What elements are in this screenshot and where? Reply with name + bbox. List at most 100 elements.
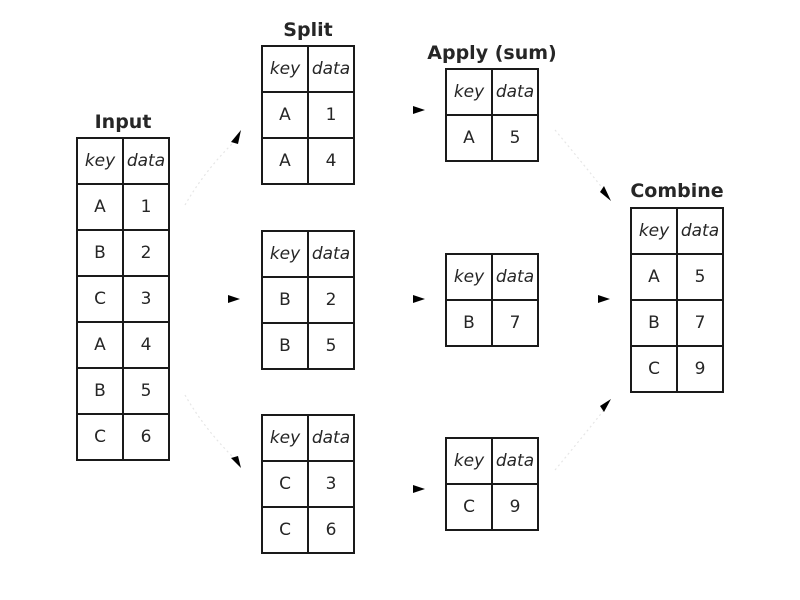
connector-apply-a-to-combine xyxy=(554,129,605,191)
key-cell: A xyxy=(261,91,309,139)
column-header-key: key xyxy=(445,253,493,301)
split-title: Split xyxy=(283,19,333,41)
key-cell: C xyxy=(76,275,124,323)
column-header-key: key xyxy=(445,437,493,485)
column-header-data: data xyxy=(122,137,170,185)
arrow-icon xyxy=(600,186,611,201)
connector-input-to-split-a xyxy=(184,139,237,206)
key-cell: A xyxy=(630,253,678,301)
data-cell: 4 xyxy=(307,137,355,185)
arrow-icon xyxy=(228,295,240,303)
table-header-row: key data xyxy=(445,68,539,116)
column-header-data: data xyxy=(676,207,724,255)
table-header-row: key data xyxy=(261,414,355,462)
key-cell: C xyxy=(261,506,309,554)
key-cell: C xyxy=(630,345,678,393)
data-cell: 1 xyxy=(307,91,355,139)
table-header-row: key data xyxy=(76,137,170,185)
arrow-icon xyxy=(413,485,425,493)
data-cell: 6 xyxy=(122,413,170,461)
arrow-icon xyxy=(413,295,425,303)
column-header-data: data xyxy=(491,437,539,485)
combine-title: Combine xyxy=(630,180,724,202)
column-header-key: key xyxy=(630,207,678,255)
connector-input-to-split-c xyxy=(184,394,237,461)
data-cell: 5 xyxy=(307,322,355,370)
table-header-row: key data xyxy=(261,45,355,93)
column-header-data: data xyxy=(491,253,539,301)
data-cell: 5 xyxy=(676,253,724,301)
data-cell: 6 xyxy=(307,506,355,554)
column-header-key: key xyxy=(261,45,309,93)
table-header-row: key data xyxy=(261,230,355,278)
data-cell: 1 xyxy=(122,183,170,231)
column-header-data: data xyxy=(307,414,355,462)
column-header-key: key xyxy=(76,137,124,185)
column-header-data: data xyxy=(307,45,355,93)
data-cell: 3 xyxy=(307,460,355,508)
table-header-row: key data xyxy=(630,207,724,255)
arrow-icon xyxy=(231,130,241,144)
data-cell: 2 xyxy=(122,229,170,277)
key-cell: B xyxy=(261,322,309,370)
arrow-icon xyxy=(413,106,425,114)
data-cell: 5 xyxy=(491,114,539,162)
column-header-data: data xyxy=(307,230,355,278)
key-cell: A xyxy=(261,137,309,185)
key-cell: B xyxy=(261,276,309,324)
key-cell: C xyxy=(261,460,309,508)
input-title: Input xyxy=(94,111,152,133)
key-cell: B xyxy=(445,299,493,347)
table-header-row: key data xyxy=(445,437,539,485)
key-cell: B xyxy=(76,229,124,277)
column-header-key: key xyxy=(261,414,309,462)
data-cell: 3 xyxy=(122,275,170,323)
data-cell: 5 xyxy=(122,367,170,415)
arrow-icon xyxy=(598,295,610,303)
key-cell: A xyxy=(445,114,493,162)
column-header-key: key xyxy=(261,230,309,278)
key-cell: A xyxy=(76,183,124,231)
key-cell: A xyxy=(76,321,124,369)
column-header-data: data xyxy=(491,68,539,116)
column-header-key: key xyxy=(445,68,493,116)
data-cell: 4 xyxy=(122,321,170,369)
data-cell: 7 xyxy=(491,299,539,347)
key-cell: C xyxy=(445,483,493,531)
apply-title: Apply (sum) xyxy=(427,42,557,64)
table-header-row: key data xyxy=(445,253,539,301)
key-cell: B xyxy=(630,299,678,347)
arrow-icon xyxy=(600,399,611,412)
key-cell: C xyxy=(76,413,124,461)
data-cell: 9 xyxy=(491,483,539,531)
data-cell: 2 xyxy=(307,276,355,324)
data-cell: 7 xyxy=(676,299,724,347)
